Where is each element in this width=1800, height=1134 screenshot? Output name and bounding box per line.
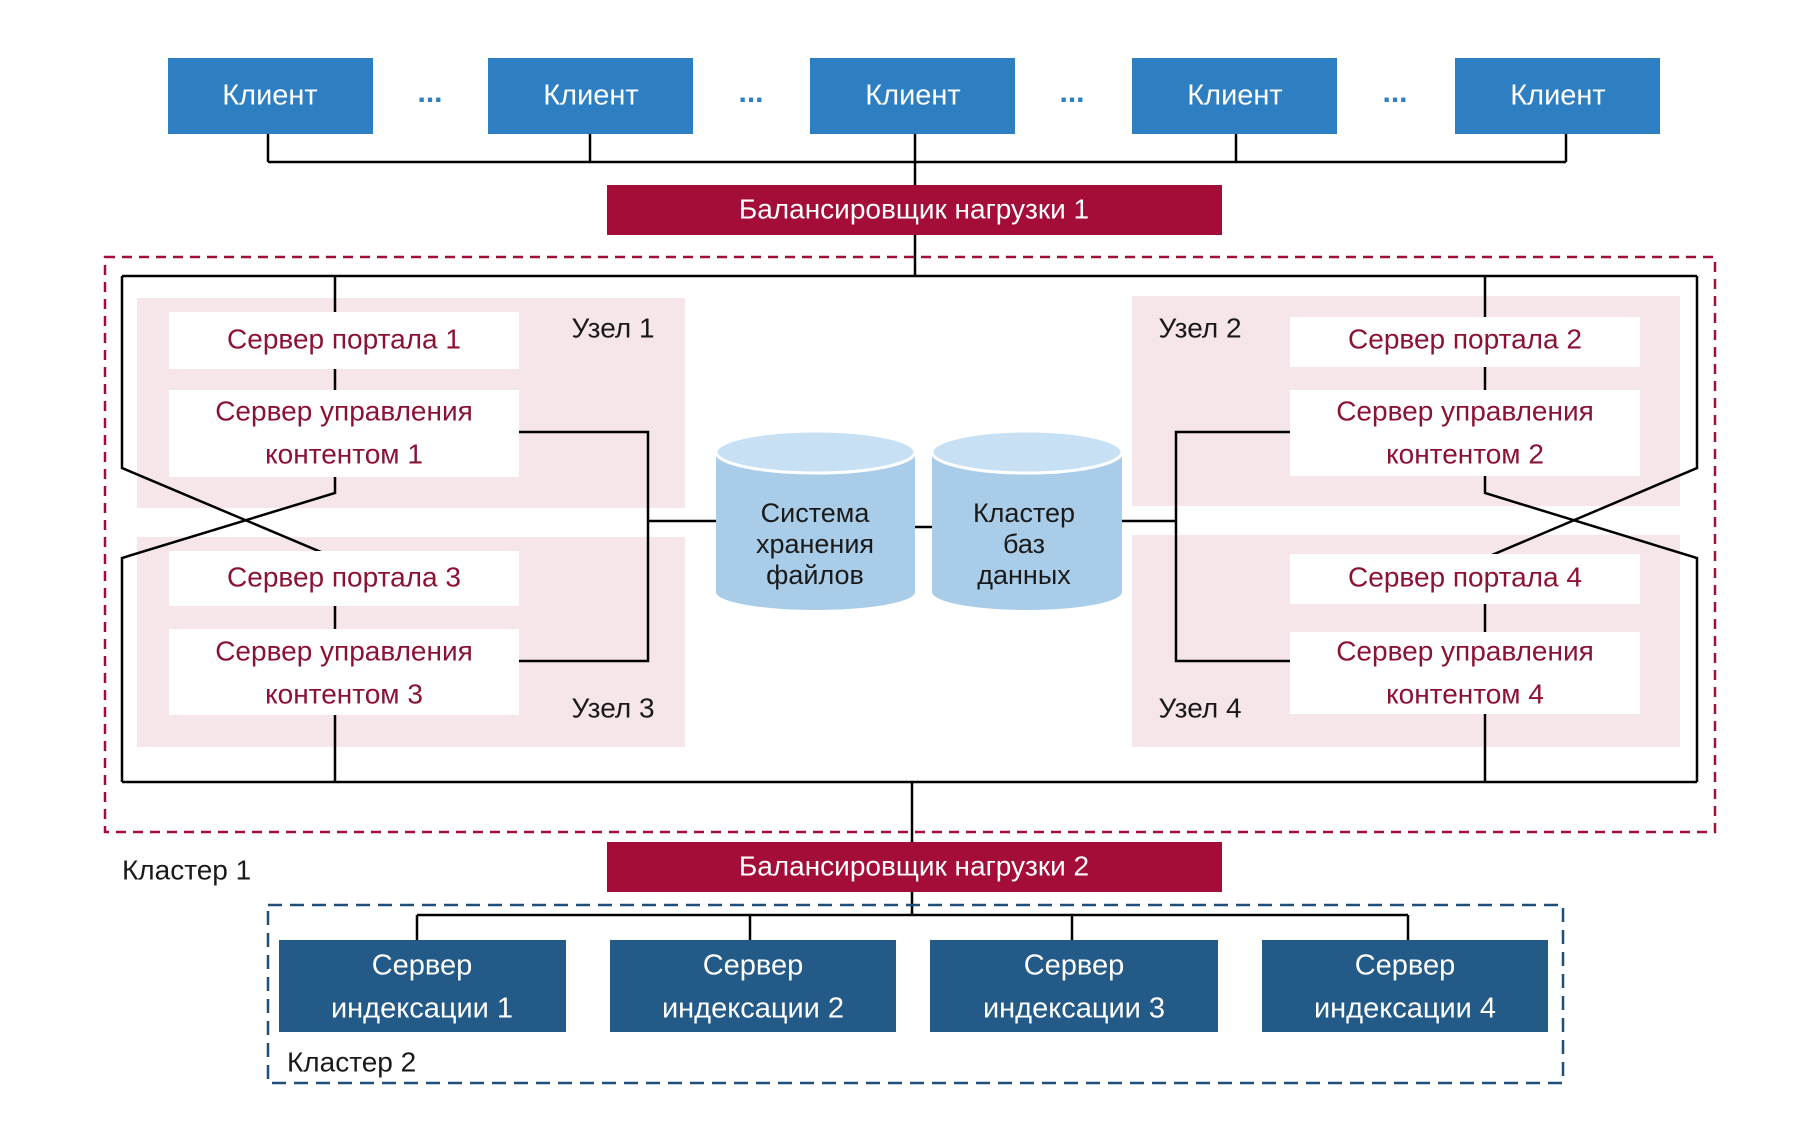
cms-server-1: Сервер управления контентом 1 (169, 390, 519, 477)
node-3-label: Узел 3 (571, 692, 654, 723)
cluster-1-label: Кластер 1 (122, 854, 251, 885)
index-server-2-line-2: индексации 2 (662, 993, 844, 1025)
index-server-3-line-1: Сервер (1024, 950, 1125, 982)
cms-server-1-line-1: Сервер управления (215, 395, 473, 426)
portal-server-2: Сервер портала 2 (1290, 317, 1640, 367)
file-storage-line-1: Система (761, 498, 871, 528)
client-4-label: Клиент (1187, 80, 1282, 112)
file-storage-line-3: файлов (766, 560, 864, 590)
cluster-2-label: Кластер 2 (287, 1046, 416, 1077)
db-cluster-line-3: данных (977, 560, 1071, 590)
portal-server-3: Сервер портала 3 (169, 551, 519, 606)
client-5-label: Клиент (1510, 80, 1605, 112)
index-server-4-line-2: индексации 4 (1314, 993, 1496, 1025)
portal-server-4: Сервер портала 4 (1290, 554, 1640, 604)
client-4: Клиент (1132, 58, 1337, 134)
db-cluster-line-2: баз (1003, 529, 1045, 559)
portal-server-4-label: Сервер портала 4 (1348, 561, 1582, 592)
cms-server-4-line-2: контентом 4 (1386, 678, 1544, 709)
portal-server-1-label: Сервер портала 1 (227, 323, 461, 354)
client-1-label: Клиент (222, 80, 317, 112)
file-storage-cylinder: Система хранения файлов (714, 429, 917, 610)
node-2-label: Узел 2 (1158, 312, 1241, 343)
index-server-2: Сервер индексации 2 (610, 940, 896, 1032)
portal-server-3-label: Сервер портала 3 (227, 561, 461, 592)
portal-server-2-label: Сервер портала 2 (1348, 323, 1582, 354)
index-server-3: Сервер индексации 3 (930, 940, 1218, 1032)
cms-server-2-line-1: Сервер управления (1336, 395, 1594, 426)
client-2-label: Клиент (543, 80, 638, 112)
client-3: Клиент (810, 58, 1015, 134)
index-server-1-line-2: индексации 1 (331, 993, 513, 1025)
client-2: Клиент (488, 58, 693, 134)
client-1: Клиент (168, 58, 373, 134)
ellipsis-3: ... (1059, 76, 1084, 109)
index-server-4-line-1: Сервер (1355, 950, 1456, 982)
database-cluster-cylinder: Кластер баз данных (930, 429, 1124, 610)
client-3-label: Клиент (865, 80, 960, 112)
cms-server-3-line-2: контентом 3 (265, 678, 423, 709)
index-server-4: Сервер индексации 4 (1262, 940, 1548, 1032)
cms-server-4: Сервер управления контентом 4 (1290, 632, 1640, 714)
ellipsis-1: ... (417, 76, 442, 109)
cms-server-2-line-2: контентом 2 (1386, 438, 1544, 469)
index-server-1: Сервер индексации 1 (279, 940, 566, 1032)
load-balancer-1-label: Балансировщик нагрузки 1 (739, 193, 1089, 224)
cms-server-2: Сервер управления контентом 2 (1290, 390, 1640, 476)
index-server-3-line-2: индексации 3 (983, 993, 1165, 1025)
ellipsis-2: ... (738, 76, 763, 109)
load-balancer-2-label: Балансировщик нагрузки 2 (739, 850, 1089, 881)
index-server-2-line-1: Сервер (703, 950, 804, 982)
node-1-label: Узел 1 (571, 312, 654, 343)
cms-server-1-line-2: контентом 1 (265, 438, 423, 469)
cms-server-4-line-1: Сервер управления (1336, 635, 1594, 666)
portal-server-1: Сервер портала 1 (169, 312, 519, 369)
node-4-label: Узел 4 (1158, 692, 1241, 723)
cms-server-3: Сервер управления контентом 3 (169, 629, 519, 715)
load-balancer-2: Балансировщик нагрузки 2 (607, 842, 1222, 892)
db-cluster-line-1: Кластер (973, 498, 1075, 528)
load-balancer-1: Балансировщик нагрузки 1 (607, 185, 1222, 235)
cms-server-3-line-1: Сервер управления (215, 635, 473, 666)
ellipsis-4: ... (1382, 76, 1407, 109)
file-storage-line-2: хранения (756, 529, 874, 559)
client-5: Клиент (1455, 58, 1660, 134)
cluster-2-border (266, 903, 1565, 1085)
index-server-1-line-1: Сервер (372, 950, 473, 982)
cluster-1-border (103, 255, 1717, 834)
